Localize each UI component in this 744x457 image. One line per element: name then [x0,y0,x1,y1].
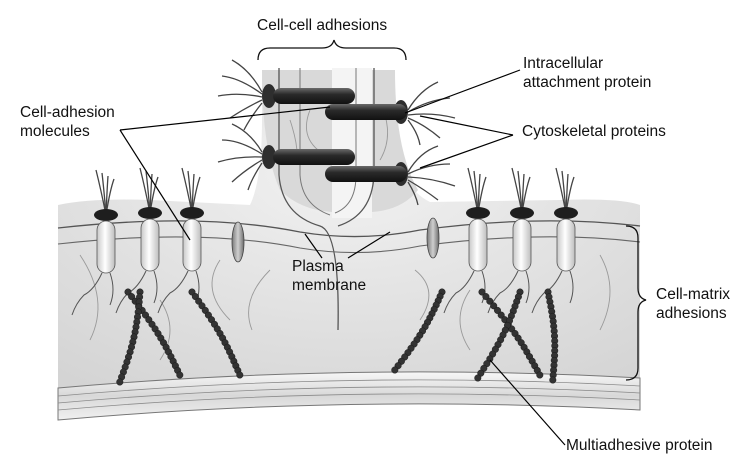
label-line: membrane [292,276,366,295]
label-line: Intracellular [523,54,651,73]
label-line: Cell-adhesion [20,103,115,122]
label-cytoskeletal-proteins: Cytoskeletal proteins [522,122,666,141]
membrane-protein-oval [232,222,244,262]
label-line: molecules [20,122,115,141]
label-line: attachment protein [523,73,651,92]
label-line: Plasma [292,257,366,276]
right-cell-top [372,70,418,212]
label-multiadhesive-protein: Multiadhesive protein [566,436,712,455]
label-line: adhesions [656,304,730,323]
label-cell-adhesion-molecules: Cell-adhesion molecules [20,103,115,141]
label-plasma-membrane: Plasma membrane [292,257,366,295]
label-line: Cell-matrix [656,285,730,304]
label-cell-cell-adhesions: Cell-cell adhesions [257,16,387,35]
cell-cell-bracket [258,40,406,60]
membrane-protein-oval [427,218,439,258]
label-intracellular-attachment-protein: Intracellular attachment protein [523,54,651,92]
label-cell-matrix-adhesions: Cell-matrix adhesions [656,285,730,323]
